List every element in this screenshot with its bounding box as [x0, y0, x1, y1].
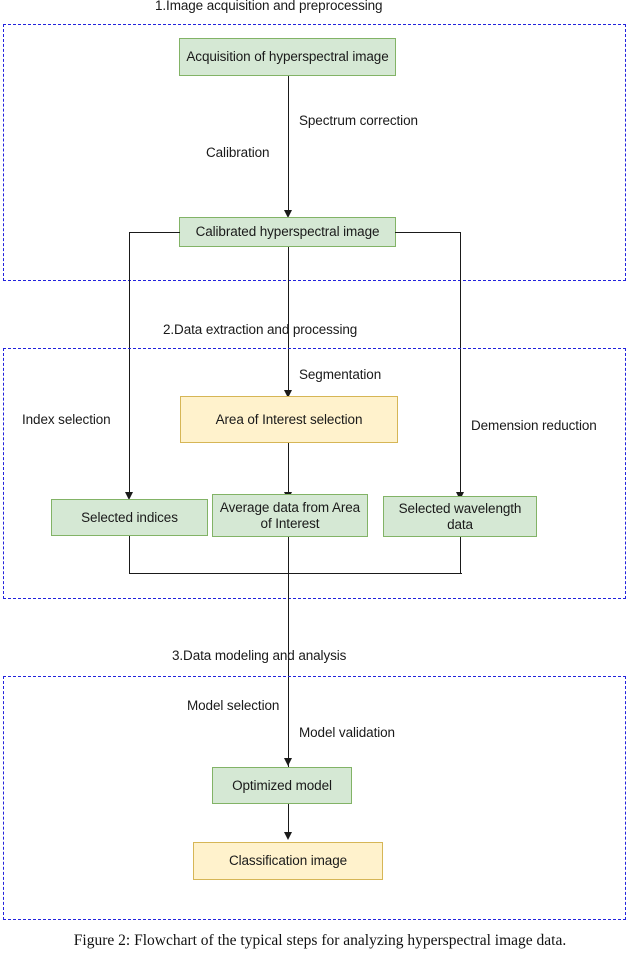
- edge-label-model-validation: Model validation: [299, 725, 395, 740]
- figure-caption: Figure 2: Flowchart of the typical steps…: [73, 932, 567, 949]
- edge-aoi-to-average-data: [288, 443, 289, 495]
- arrowhead-classification: [284, 832, 292, 840]
- node-optimized-model[interactable]: Optimized model: [212, 767, 352, 804]
- node-aoi-selection[interactable]: Area of Interest selection: [180, 396, 398, 443]
- edge-label-spectrum-correction: Spectrum correction: [299, 113, 418, 128]
- edge-bus-left: [129, 232, 180, 233]
- arrowhead-calibrated: [284, 210, 292, 218]
- edge-acquisition-to-calibrated: [288, 76, 289, 213]
- edge-merge-bus: [129, 573, 462, 574]
- edge-optimized-model-to-classification: [288, 804, 289, 835]
- stage-1-label: 1.Image acquisition and preprocessing: [155, 0, 383, 13]
- node-selected-wavelength[interactable]: Selected wavelength data: [383, 496, 537, 537]
- node-classification[interactable]: Classification image: [193, 842, 383, 880]
- edge-label-segmentation: Segmentation: [299, 367, 382, 382]
- arrowhead-selected-indices: [125, 492, 133, 500]
- edge-calibrated-to-selected-wavelength: [460, 232, 461, 495]
- edge-label-calibration: Calibration: [206, 145, 270, 160]
- edge-label-dimension-reduction: Demension reduction: [471, 418, 597, 433]
- edge-label-model-selection: Model selection: [187, 698, 280, 713]
- node-calibrated[interactable]: Calibrated hyperspectral image: [179, 217, 396, 247]
- stage-2-label: 2.Data extraction and processing: [163, 322, 358, 337]
- edge-bus-right: [395, 232, 461, 233]
- node-selected-indices[interactable]: Selected indices: [51, 499, 208, 536]
- arrowhead-aoi: [284, 390, 292, 398]
- edge-label-index-selection: Index selection: [22, 412, 111, 427]
- arrowhead-optimized-model: [284, 758, 292, 766]
- edge-selected-wavelength-down: [460, 537, 461, 574]
- node-acquisition[interactable]: Acquisition of hyperspectral image: [179, 38, 396, 76]
- edge-calibrated-to-selected-indices: [129, 232, 130, 495]
- edge-selected-indices-down: [129, 536, 130, 574]
- stage-2-container: [3, 348, 626, 599]
- edge-merge-to-optimized-model: [288, 537, 289, 781]
- edge-calibrated-to-aoi: [288, 247, 289, 393]
- stage-3-label: 3.Data modeling and analysis: [172, 648, 347, 663]
- node-average-data[interactable]: Average data from Area of Interest: [212, 494, 368, 537]
